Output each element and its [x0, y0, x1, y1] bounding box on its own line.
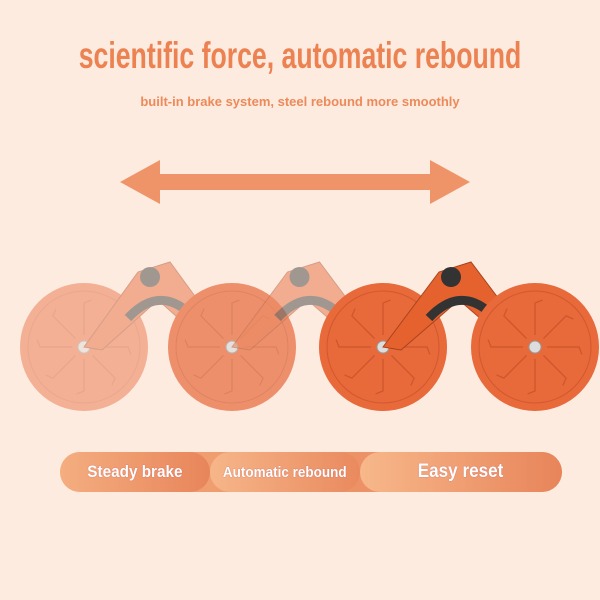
subheadline: built-in brake system, steel rebound mor… [140, 94, 460, 109]
feature-easy-reset: Easy reset [418, 461, 504, 482]
feature-easy-reset-segment: Easy reset [360, 452, 562, 492]
double-arrow-icon [120, 160, 470, 204]
feature-automatic-rebound-segment: Automatic rebound [210, 452, 360, 492]
ab-wheel-roller [319, 261, 599, 411]
wheel [20, 283, 148, 411]
feature-steady-brake: Steady brake [87, 462, 183, 481]
feature-automatic-rebound: Automatic rebound [223, 463, 347, 481]
wheel [471, 283, 599, 411]
feature-steady-brake-segment: Steady brake [60, 452, 210, 492]
wheel [168, 283, 296, 411]
headline: scientific force, automatic rebound [78, 35, 522, 76]
ab-wheel-roller [20, 261, 296, 411]
feature-bar: Steady brake Automatic rebound Easy rese… [60, 452, 562, 492]
wheel [168, 283, 296, 411]
